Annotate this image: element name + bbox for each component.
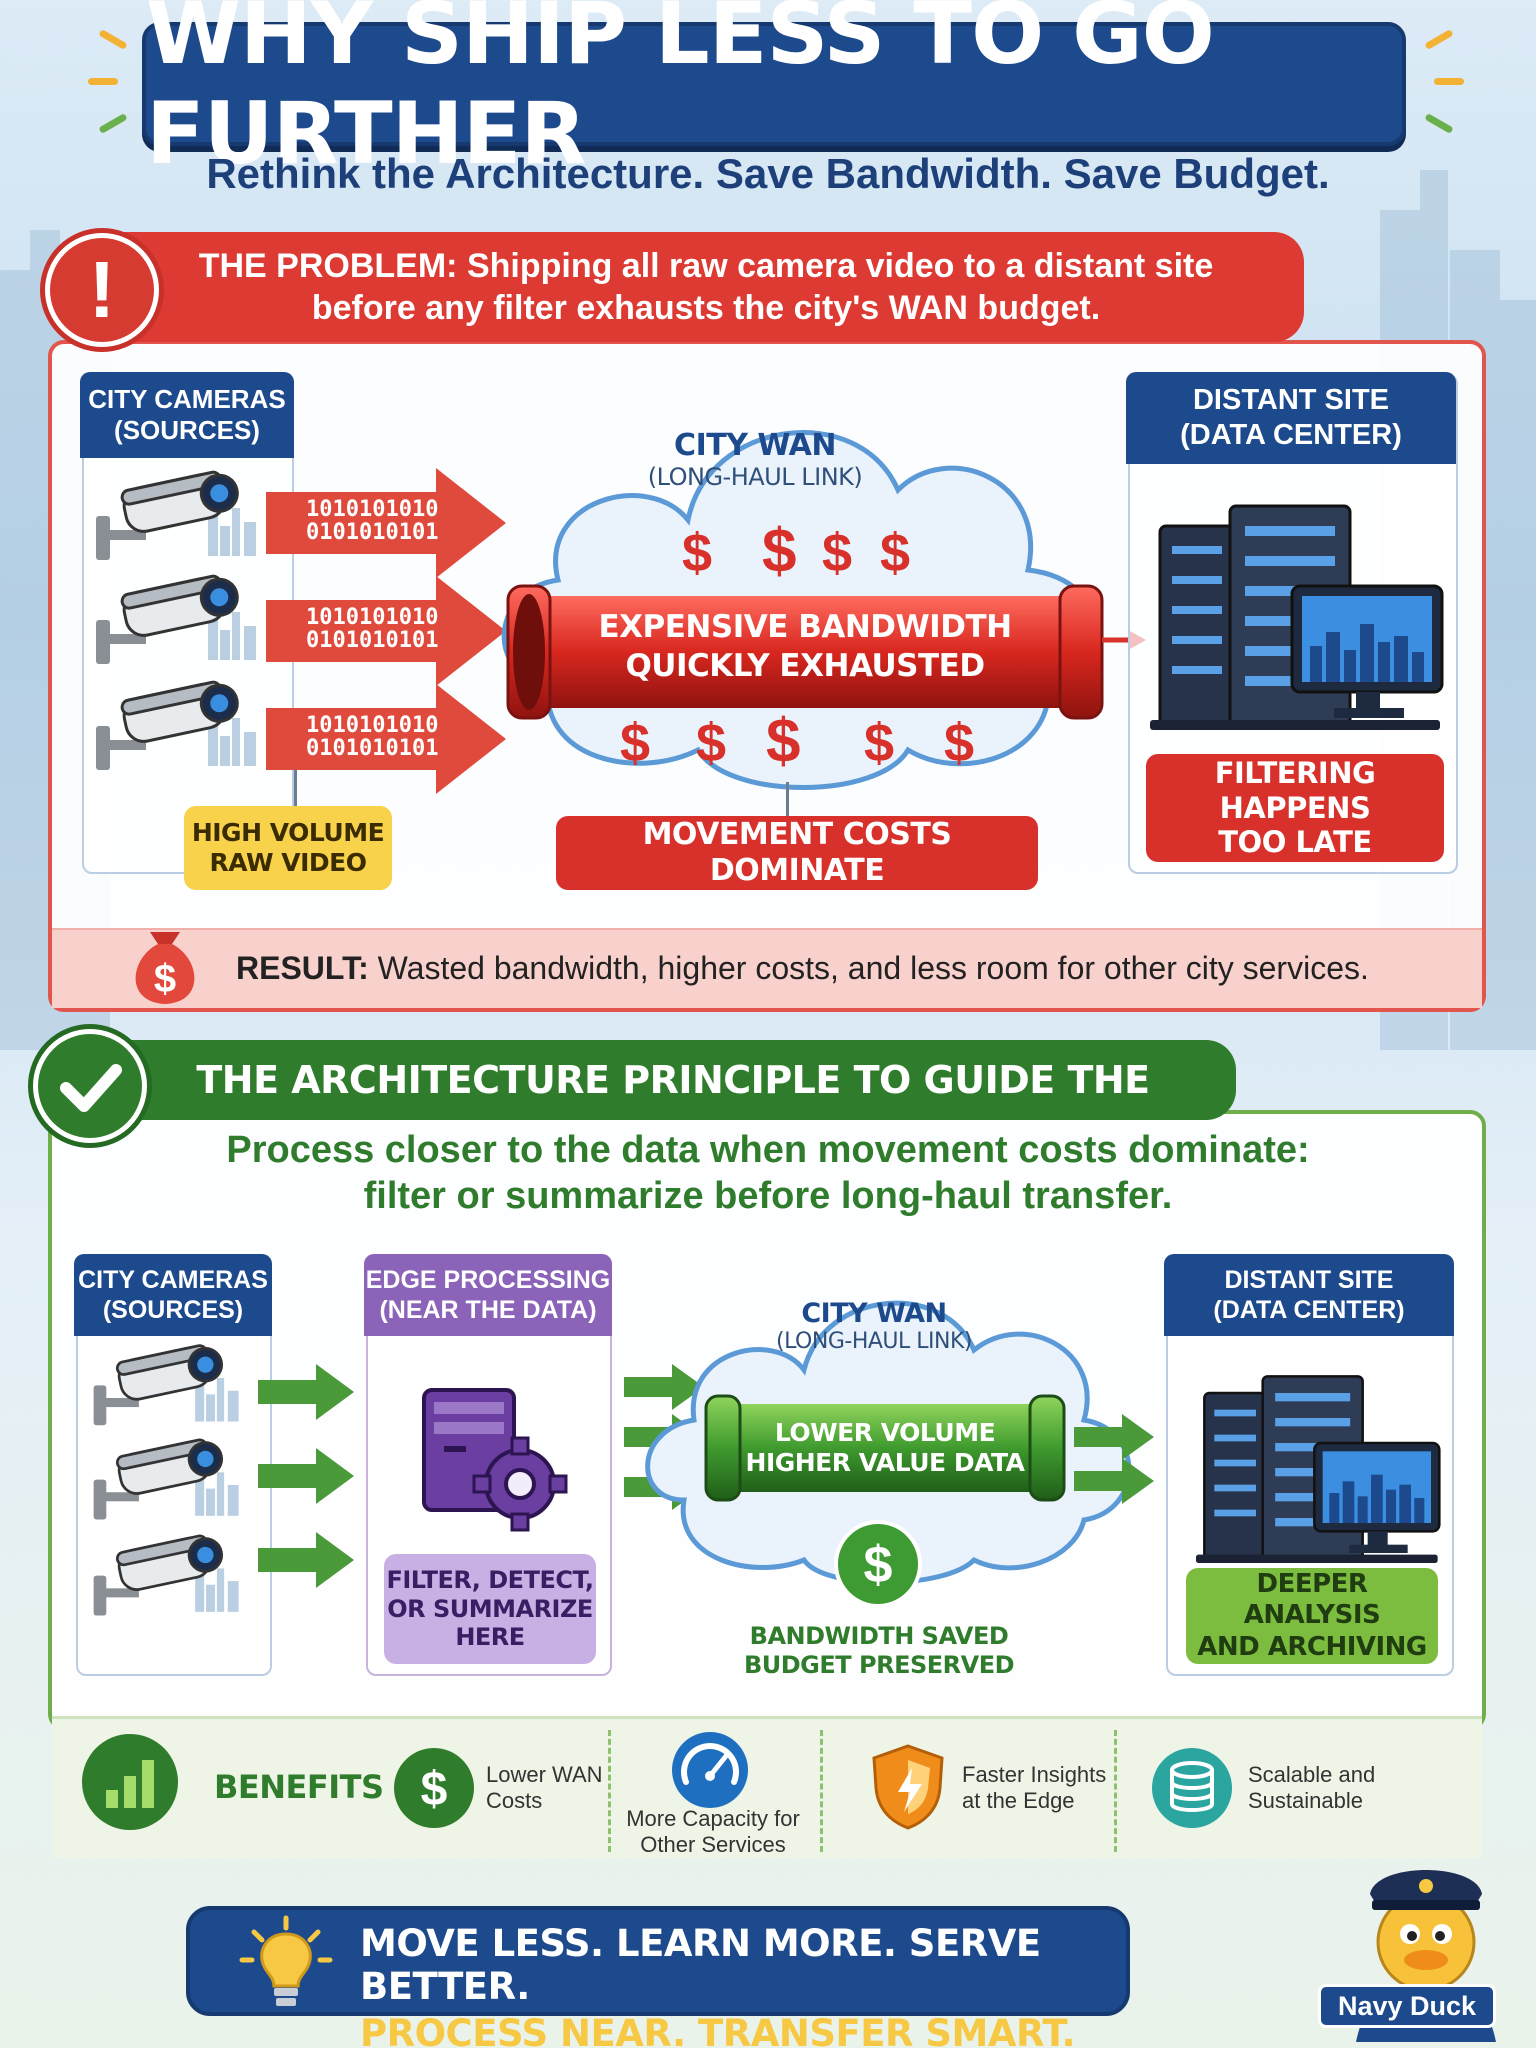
filtering-late-badge: FILTERING HAPPENS TOO LATE (1146, 754, 1444, 862)
mascot-name-plate: Navy Duck (1318, 1984, 1496, 2028)
checkmark-icon (28, 1024, 152, 1148)
benefits-strip (52, 1716, 1482, 1858)
benefit-divider (608, 1730, 611, 1852)
green-arrow-2 (258, 1448, 354, 1504)
problem-banner-line1: THE PROBLEM: Shipping all raw camera vid… (198, 246, 1214, 285)
red-arrow-2 (266, 576, 506, 686)
green-arrow-8 (1074, 1458, 1154, 1504)
benefit-divider (820, 1730, 823, 1852)
principle-wan-label: CITY WAN (LONG-HAUL LINK) (776, 1298, 972, 1354)
benefits-title: BENEFITS (214, 1768, 384, 1806)
red-arrow-3 (266, 684, 506, 794)
green-arrow-7 (1074, 1414, 1154, 1460)
cloud-connector (786, 782, 789, 818)
page-subtitle: Rethink the Architecture. Save Bandwidth… (206, 150, 1330, 197)
title-banner: WHY SHIP LESS TO GO FURTHER (142, 0, 1406, 184)
page-title: WHY SHIP LESS TO GO FURTHER (146, 0, 1215, 184)
gauge-icon (672, 1732, 748, 1808)
svg-text:$: $ (154, 957, 176, 1001)
lightbulb-icon (239, 1915, 333, 2006)
svg-text:$: $ (421, 1763, 448, 1816)
dollar-icon: $ (682, 523, 713, 583)
dollar-icon: $ (864, 713, 895, 773)
alert-icon: ! (40, 228, 164, 352)
green-pipe (704, 1394, 1066, 1502)
deeper-analysis-badge: DEEPER ANALYSIS AND ARCHIVING (1186, 1568, 1438, 1664)
result-text: RESULT: Wasted bandwidth, higher costs, … (236, 950, 1369, 986)
principle-banner: THE ARCHITECTURE PRINCIPLE TO GUIDE THE … (110, 1040, 1236, 1182)
principle-site-header: DISTANT SITE (DATA CENTER) (1164, 1254, 1454, 1336)
pipe-label: EXPENSIVE BANDWIDTH QUICKLY EXHAUSTED (598, 609, 1012, 684)
result-strip (52, 928, 1482, 1008)
dollar-icon: $ (620, 713, 651, 773)
green-arrow-1 (258, 1364, 354, 1420)
dollar-icon: $ (394, 1748, 474, 1828)
problem-cameras (94, 470, 258, 772)
bandwidth-saved-label: BANDWIDTH SAVED BUDGET PRESERVED (743, 1622, 1015, 1679)
dollar-icon: $ (766, 707, 801, 776)
principle-cameras (92, 1340, 240, 1617)
problem-site-header: DISTANT SITE (DATA CENTER) (1126, 372, 1456, 464)
problem-banner-line2: before any filter exhausts the city's WA… (311, 289, 1101, 327)
shield-icon (872, 1744, 944, 1830)
edge-server-gear-icon (422, 1388, 568, 1532)
bar-chart-icon (82, 1734, 178, 1830)
high-volume-badge: HIGH VOLUME RAW VIDEO (184, 806, 392, 890)
expensive-pipe (506, 584, 1146, 720)
dollar-icon: $ (880, 523, 911, 583)
edge-header: EDGE PROCESSING (NEAR THE DATA) (364, 1254, 612, 1336)
slogan-bar (186, 1906, 1130, 2016)
problem-wan-label: CITY WAN (LONG-HAUL LINK) (647, 428, 863, 491)
benefit-divider (1114, 1730, 1117, 1852)
principle-server-icon (1196, 1375, 1441, 1563)
problem-sources-header: CITY CAMERAS (SOURCES) (80, 372, 294, 458)
edge-action-badge: FILTER, DETECT, OR SUMMARIZE HERE (384, 1554, 596, 1664)
dollar-icon: $ (696, 713, 727, 773)
principle-sources-header: CITY CAMERAS (SOURCES) (74, 1254, 272, 1336)
dollar-icon: $ (762, 517, 797, 586)
green-arrow-3 (258, 1532, 354, 1588)
green-pipe-label: LOWER VOLUME HIGHER VALUE DATA (745, 1418, 1025, 1477)
saved-dollar-icon: $ (834, 1520, 922, 1608)
svg-text:$: $ (864, 1536, 893, 1594)
slogan-text: MOVE LESS. LEARN MORE. SERVE BETTER. PRO… (360, 1922, 1076, 2048)
database-icon (1152, 1748, 1232, 1828)
dollar-icon: $ (944, 713, 975, 773)
red-arrow-1 (266, 468, 506, 578)
movement-costs-badge: MOVEMENT COSTS DOMINATE (556, 816, 1038, 890)
money-bag-icon: $ (135, 932, 195, 1004)
dollar-icon: $ (822, 523, 853, 583)
server-rack-icon (1150, 504, 1444, 730)
principle-statement: Process closer to the data when movement… (226, 1129, 1310, 1217)
connector-line (294, 770, 297, 810)
green-arrow-4 (624, 1364, 704, 1410)
problem-banner: THE PROBLEM: Shipping all raw camera vid… (108, 232, 1304, 342)
